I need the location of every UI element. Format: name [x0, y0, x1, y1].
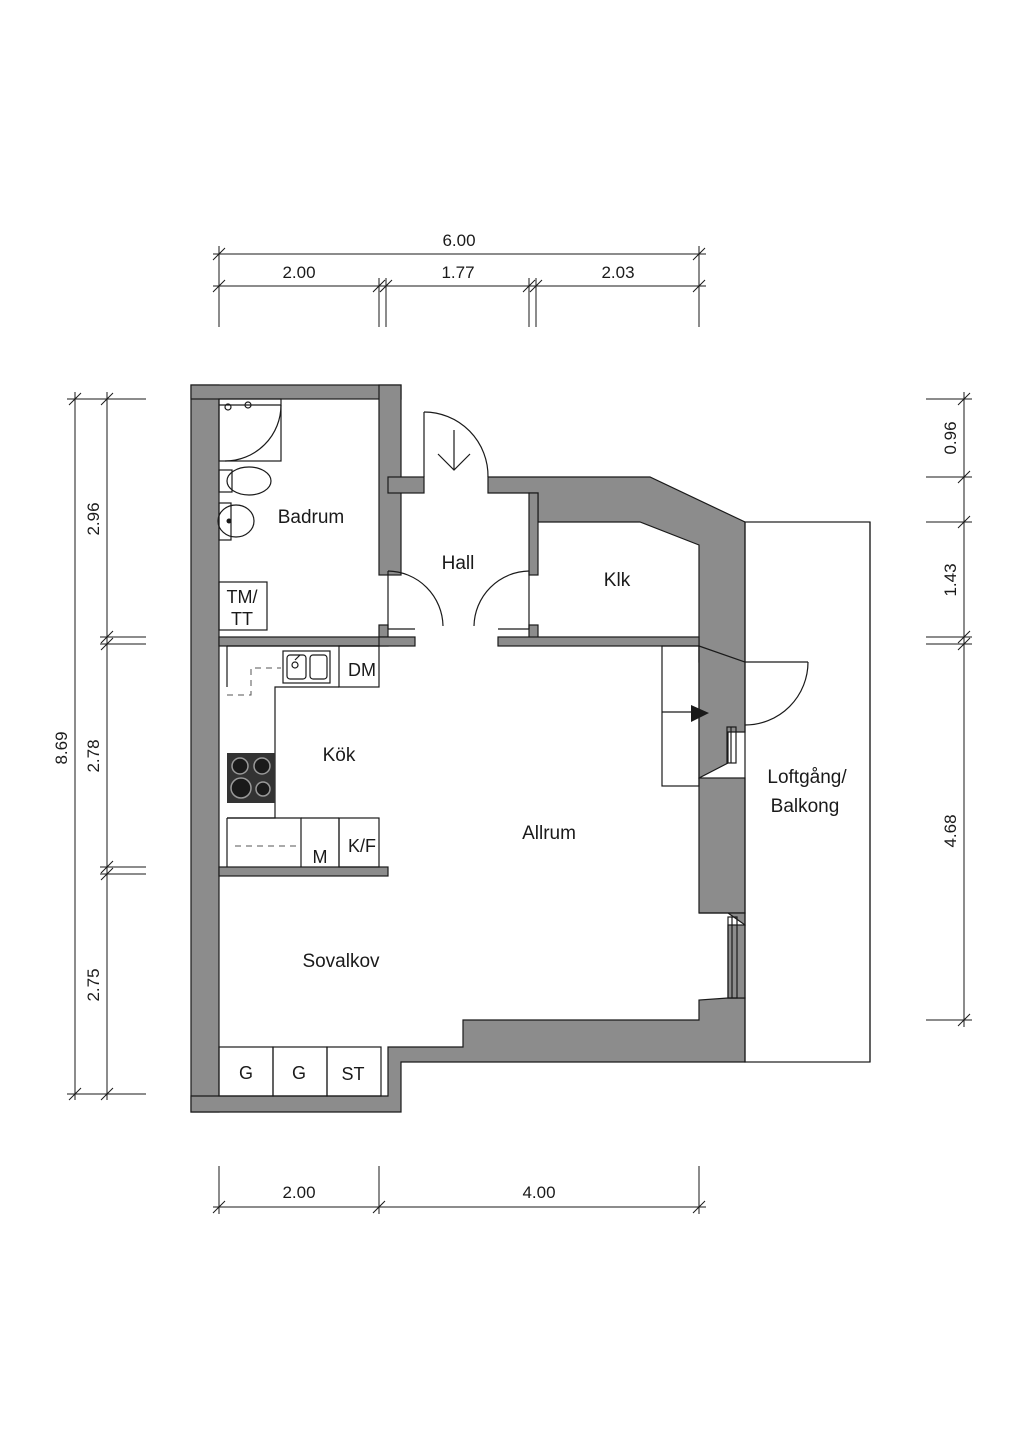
wall-hall-top-left — [387, 476, 425, 494]
interior-lines — [388, 521, 871, 1063]
kitchen-fixtures — [226, 645, 380, 868]
room-label-kok: Kök — [323, 745, 356, 766]
dishwasher-box — [338, 645, 380, 688]
label-tm: TM/ — [227, 587, 258, 607]
doors — [387, 411, 809, 726]
dim-top-total: 6.00 — [442, 231, 475, 250]
room-label-badrum: Badrum — [278, 507, 345, 528]
room-labels: Badrum Hall Klk Kök Allrum Sovalkov Loft… — [278, 507, 848, 972]
wall-kitchen-bottom — [218, 866, 389, 877]
arrow-marker — [691, 705, 709, 722]
kitchen-sink — [282, 650, 331, 684]
storage-cabinet — [326, 1046, 382, 1097]
burner-1 — [231, 757, 249, 775]
wall-right-mid — [698, 777, 746, 914]
burner-3 — [230, 777, 252, 799]
wall-hall-bottom-left — [378, 636, 416, 647]
room-label-loftgang: Loftgång/ — [767, 767, 847, 788]
burner-2 — [253, 757, 271, 775]
room-label-sovalkov: Sovalkov — [302, 951, 380, 972]
toilet-bowl — [226, 466, 272, 496]
room-label-hall: Hall — [442, 553, 475, 574]
wall-top-right-slanted — [487, 476, 746, 663]
dimension-lines — [67, 246, 972, 1214]
label-g2: G — [292, 1063, 306, 1083]
bathroom-fixtures — [217, 398, 282, 631]
label-g1: G — [239, 1063, 253, 1083]
wardrobes — [218, 1046, 382, 1097]
wall-right-window-frame — [699, 912, 746, 927]
wall-bathroom-bottom — [218, 636, 389, 647]
burner-4 — [255, 781, 271, 797]
dim-left-total: 8.69 — [52, 731, 71, 764]
wall-left — [190, 384, 220, 1113]
room-label-balkong: Balkong — [771, 796, 840, 817]
dim-left-2: 2.78 — [84, 739, 103, 772]
dim-right-3: 4.68 — [941, 814, 960, 847]
dim-bottom-1: 2.00 — [282, 1183, 315, 1202]
dim-top-1: 2.00 — [282, 263, 315, 282]
balcony-outline — [744, 521, 871, 1063]
dim-top-2: 1.77 — [441, 263, 474, 282]
fixture-labels: TM/ TT DM K/F M G G ST — [227, 587, 377, 1084]
dimension-labels: 6.00 2.00 1.77 2.03 2.00 4.00 8.69 2.96 … — [52, 231, 960, 1202]
room-label-allrum: Allrum — [522, 823, 576, 844]
label-st: ST — [341, 1064, 364, 1084]
dim-left-1: 2.96 — [84, 502, 103, 535]
dim-top-3: 2.03 — [601, 263, 634, 282]
label-tt: TT — [231, 609, 253, 629]
toilet-tank — [218, 469, 233, 493]
label-m: M — [313, 847, 328, 867]
dim-bottom-2: 4.00 — [522, 1183, 555, 1202]
wall-bottom-right — [190, 997, 746, 1113]
label-kf: K/F — [348, 836, 376, 856]
dim-right-1: 0.96 — [941, 421, 960, 454]
shower — [218, 398, 282, 462]
wall-top-bathroom — [190, 384, 402, 400]
wall-klk-bottom — [497, 636, 700, 647]
dim-left-3: 2.75 — [84, 968, 103, 1001]
label-dm: DM — [348, 660, 376, 680]
dim-right-2: 1.43 — [941, 563, 960, 596]
room-label-klk: Klk — [604, 570, 631, 591]
washer-dryer-box — [218, 581, 268, 631]
wall-hall-klk — [528, 492, 539, 576]
